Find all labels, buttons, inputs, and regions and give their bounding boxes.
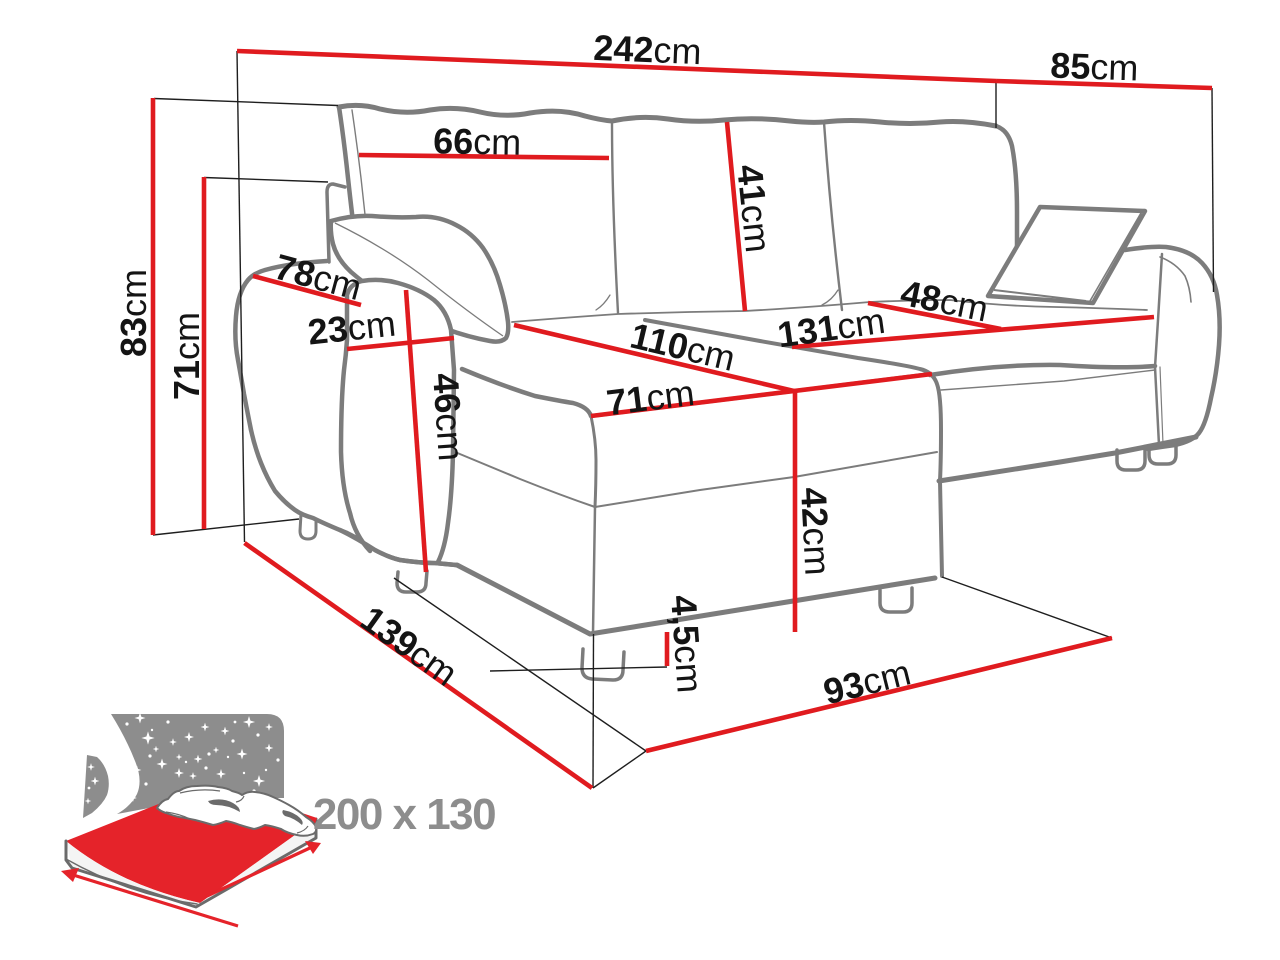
svg-text:66cm: 66cm — [433, 120, 522, 163]
svg-text:41cm: 41cm — [729, 163, 779, 255]
svg-text:48cm: 48cm — [897, 272, 991, 330]
svg-text:23cm: 23cm — [306, 303, 398, 353]
svg-text:71cm: 71cm — [166, 312, 207, 400]
svg-text:83cm: 83cm — [113, 269, 154, 357]
svg-text:85cm: 85cm — [1050, 45, 1139, 89]
svg-text:42cm: 42cm — [793, 486, 839, 576]
svg-text:71cm: 71cm — [604, 372, 696, 423]
svg-text:131cm: 131cm — [775, 300, 888, 356]
svg-text:200 x 130: 200 x 130 — [313, 790, 495, 839]
svg-text:46cm: 46cm — [425, 372, 472, 463]
svg-text:4,5cm: 4,5cm — [663, 594, 711, 695]
svg-text:78cm: 78cm — [270, 246, 366, 308]
svg-text:242cm: 242cm — [593, 27, 703, 72]
